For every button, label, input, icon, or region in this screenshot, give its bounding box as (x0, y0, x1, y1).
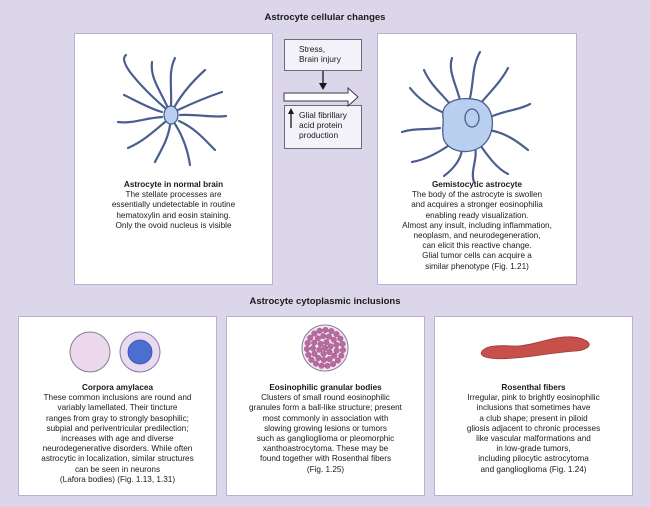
granule (322, 345, 329, 352)
corpora-heading: Corpora amylacea (82, 383, 153, 392)
granule (317, 340, 324, 347)
rosenthal-heading: Rosenthal fibers (501, 383, 566, 392)
normal-astrocyte-heading: Astrocyte in normal brain (123, 180, 224, 189)
gemistocytic-astrocyte-panel: Gemistocytic astrocyte The body of the a… (377, 33, 577, 285)
granule (320, 350, 327, 357)
granule (316, 346, 323, 353)
granule (324, 362, 331, 369)
granule (315, 355, 322, 362)
flow-arrows (283, 71, 359, 128)
gemistocytic-illustration (400, 50, 532, 184)
granule (339, 347, 346, 354)
granule (328, 328, 335, 335)
normal-astrocyte-panel: Astrocyte in normal brain The stellate p… (74, 33, 273, 285)
granule (327, 343, 334, 350)
granule (318, 362, 325, 369)
gfap-box: Glial fibrillary acid protein production (284, 105, 362, 149)
granule (304, 346, 311, 353)
granule (337, 335, 344, 342)
granule (311, 339, 318, 346)
granule (320, 356, 327, 363)
rosenthal-fibers-panel: Rosenthal fibers Irregular, pink to brig… (434, 316, 633, 496)
granule (311, 330, 318, 337)
granule (333, 341, 340, 348)
granule (330, 336, 337, 343)
bottom-section-title: Astrocyte cytoplasmic inclusions (249, 296, 401, 307)
corpora-amylacea-illustration (69, 331, 161, 373)
granule (339, 341, 346, 348)
granule (322, 327, 329, 334)
granule (305, 351, 312, 358)
granule (314, 335, 321, 342)
eosinophilic-caption: Eosinophilic granular bodies Clusters of… (227, 383, 424, 475)
eosinophilic-granular-illustration (301, 324, 349, 372)
granule (308, 356, 315, 363)
corpora-amylacea-panel: Corpora amylacea These common inclusions… (18, 316, 217, 496)
gemistocytic-caption: Gemistocytic astrocyte The body of the a… (378, 180, 576, 272)
granule (333, 347, 340, 354)
granule (307, 334, 314, 341)
rosenthal-fiber-illustration (480, 336, 590, 360)
granule (326, 333, 333, 340)
granule (310, 345, 317, 352)
top-section-title: Astrocyte cellular changes (264, 12, 386, 23)
granule (333, 331, 340, 338)
corpora-caption: Corpora amylacea These common inclusions… (19, 383, 216, 485)
granule (326, 356, 333, 363)
granule (330, 361, 337, 368)
granule (338, 352, 345, 359)
eosinophilic-heading: Eosinophilic granular bodies (269, 383, 382, 392)
granule (304, 340, 311, 347)
granule (320, 333, 327, 340)
stress-box: Stress, Brain injury (284, 39, 362, 71)
granule (323, 339, 330, 346)
rosenthal-caption: Rosenthal fibers Irregular, pink to brig… (435, 383, 632, 475)
granule (334, 357, 341, 364)
granule (311, 350, 318, 357)
granule (326, 349, 333, 356)
granule (331, 352, 338, 359)
normal-astrocyte-caption: Astrocyte in normal brain The stellate p… (75, 180, 272, 231)
gemistocytic-heading: Gemistocytic astrocyte (431, 180, 523, 189)
granule (313, 360, 320, 367)
normal-astrocyte-illustration (116, 53, 228, 167)
granule (316, 327, 323, 334)
